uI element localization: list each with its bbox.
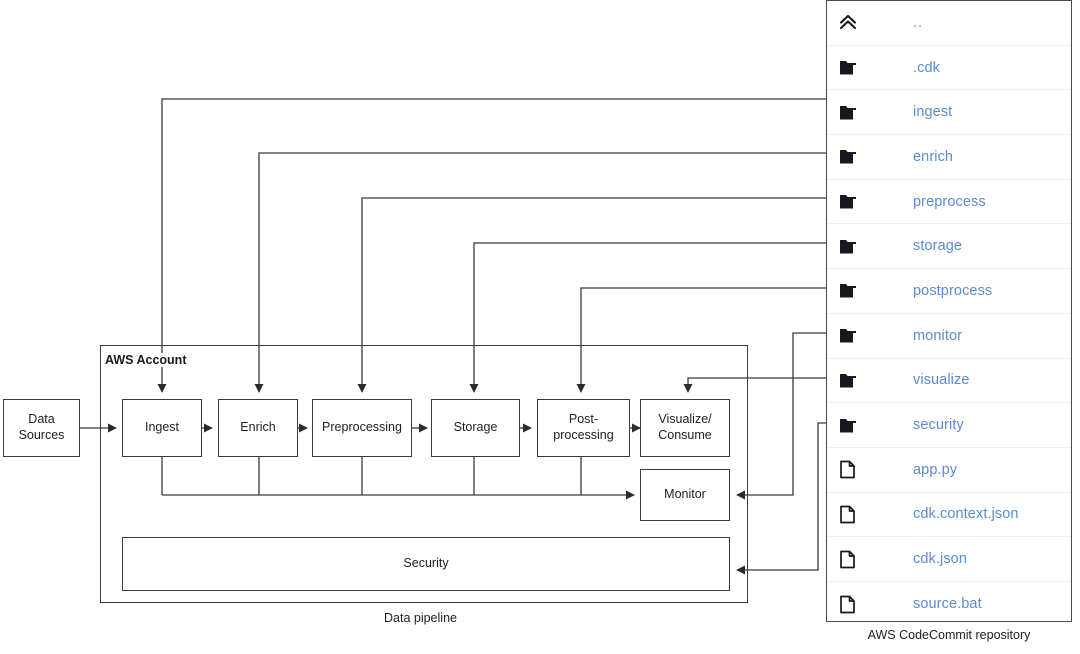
- file-icon: [839, 460, 865, 479]
- node-security[interactable]: Security: [122, 537, 730, 591]
- repo-item-label[interactable]: preprocess: [913, 193, 986, 210]
- node-security-label: Security: [403, 556, 449, 571]
- repo-row[interactable]: storage: [827, 224, 1071, 270]
- repo-item-label[interactable]: postprocess: [913, 282, 993, 299]
- folder-icon: [839, 58, 865, 77]
- node-visualize-consume[interactable]: Visualize/ Consume: [640, 399, 730, 457]
- node-visualize-label-line2: Consume: [658, 428, 712, 442]
- repo-item-label[interactable]: source.bat: [913, 596, 982, 613]
- node-postprocessing-label-line2: processing: [553, 428, 614, 442]
- node-postprocessing[interactable]: Post- processing: [537, 399, 630, 457]
- node-monitor[interactable]: Monitor: [640, 469, 730, 521]
- node-visualize-label-line1: Visualize/: [658, 412, 712, 427]
- repo-item-label[interactable]: cdk.context.json: [913, 506, 1019, 523]
- folder-icon: [839, 371, 865, 390]
- chevrons-up-icon: [839, 13, 865, 32]
- folder-icon: [839, 237, 865, 256]
- node-storage[interactable]: Storage: [431, 399, 520, 457]
- node-ingest[interactable]: Ingest: [122, 399, 202, 457]
- aws-account-label: AWS Account: [103, 353, 189, 367]
- repo-row[interactable]: visualize: [827, 359, 1071, 404]
- repo-item-label[interactable]: enrich: [913, 148, 954, 165]
- repo-row[interactable]: .cdk: [827, 46, 1071, 91]
- repo-row[interactable]: enrich: [827, 135, 1071, 180]
- diagram-connectors: [80, 98, 826, 575]
- repo-item-label[interactable]: ..: [913, 14, 924, 31]
- repo-row[interactable]: security: [827, 403, 1071, 448]
- repo-row[interactable]: ..: [827, 1, 1071, 46]
- repo-item-label[interactable]: storage: [913, 238, 963, 255]
- repository-caption: AWS CodeCommit repository: [867, 628, 1031, 642]
- folder-icon: [839, 416, 865, 435]
- repo-row[interactable]: postprocess: [827, 269, 1071, 314]
- repo-item-label[interactable]: monitor: [913, 327, 963, 344]
- file-icon: [839, 505, 865, 524]
- repo-row[interactable]: preprocess: [827, 180, 1071, 225]
- repo-item-label[interactable]: security: [913, 417, 964, 434]
- repo-row[interactable]: app.py: [827, 448, 1071, 493]
- repo-item-label[interactable]: ingest: [913, 104, 953, 121]
- folder-icon: [839, 103, 865, 122]
- repo-item-label[interactable]: visualize: [913, 372, 970, 389]
- folder-icon: [839, 326, 865, 345]
- repo-row[interactable]: cdk.context.json: [827, 493, 1071, 538]
- node-storage-label: Storage: [453, 420, 498, 435]
- diagram-caption: Data pipeline: [384, 611, 457, 625]
- repo-item-label[interactable]: cdk.json: [913, 551, 967, 568]
- repo-item-label[interactable]: app.py: [913, 461, 958, 478]
- architecture-diagram: AWS Account Data Sources Ingest Enrich P…: [3, 98, 826, 625]
- repo-row[interactable]: monitor: [827, 314, 1071, 359]
- node-data-sources[interactable]: Data Sources: [3, 399, 80, 457]
- file-icon: [839, 595, 865, 614]
- repo-row[interactable]: cdk.json: [827, 537, 1071, 582]
- node-preprocessing-label: Preprocessing: [322, 420, 402, 435]
- aws-account-boundary: [100, 345, 748, 603]
- node-preprocessing[interactable]: Preprocessing: [312, 399, 412, 457]
- node-ingest-label: Ingest: [144, 420, 180, 435]
- repo-row[interactable]: source.bat: [827, 582, 1071, 621]
- node-enrich-label: Enrich: [240, 420, 276, 435]
- codecommit-file-list[interactable]: .. .cdk ingest enrich preprocess storage postp…: [826, 0, 1072, 622]
- folder-icon: [839, 192, 865, 211]
- file-icon: [839, 550, 865, 569]
- repo-row[interactable]: ingest: [827, 90, 1071, 136]
- node-monitor-label: Monitor: [664, 487, 706, 502]
- node-postprocessing-label-line1: Post-: [568, 412, 599, 427]
- folder-icon: [839, 281, 865, 300]
- node-enrich[interactable]: Enrich: [218, 399, 298, 457]
- repo-item-label[interactable]: .cdk: [913, 59, 940, 76]
- node-data-sources-label: Data Sources: [18, 412, 65, 442]
- folder-icon: [839, 147, 865, 166]
